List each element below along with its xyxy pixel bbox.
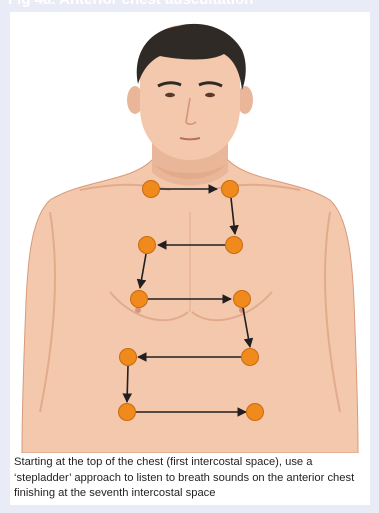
auscultation-point-3 [226,237,243,254]
auscultation-point-2 [222,181,239,198]
auscultation-point-8 [120,349,137,366]
auscultation-point-10 [247,404,264,421]
auscultation-point-7 [242,349,259,366]
arrow-8-9 [127,366,128,402]
auscultation-point-1 [143,181,160,198]
figure-heading: Fig 4a. Anterior chest auscultation [8,0,253,8]
bottom-border [0,506,379,513]
eye-left [165,93,175,97]
eye-right [205,93,215,97]
figure-header: Fig 4a. Anterior chest auscultation [0,0,379,12]
auscultation-point-5 [131,291,148,308]
caption-text: Starting at the top of the chest (first … [14,455,368,502]
auscultation-point-6 [234,291,251,308]
torso-illustration [10,12,370,453]
illustration-panel [10,12,370,453]
auscultation-point-4 [139,237,156,254]
auscultation-point-9 [119,404,136,421]
figure-caption: Starting at the top of the chest (first … [10,453,370,505]
